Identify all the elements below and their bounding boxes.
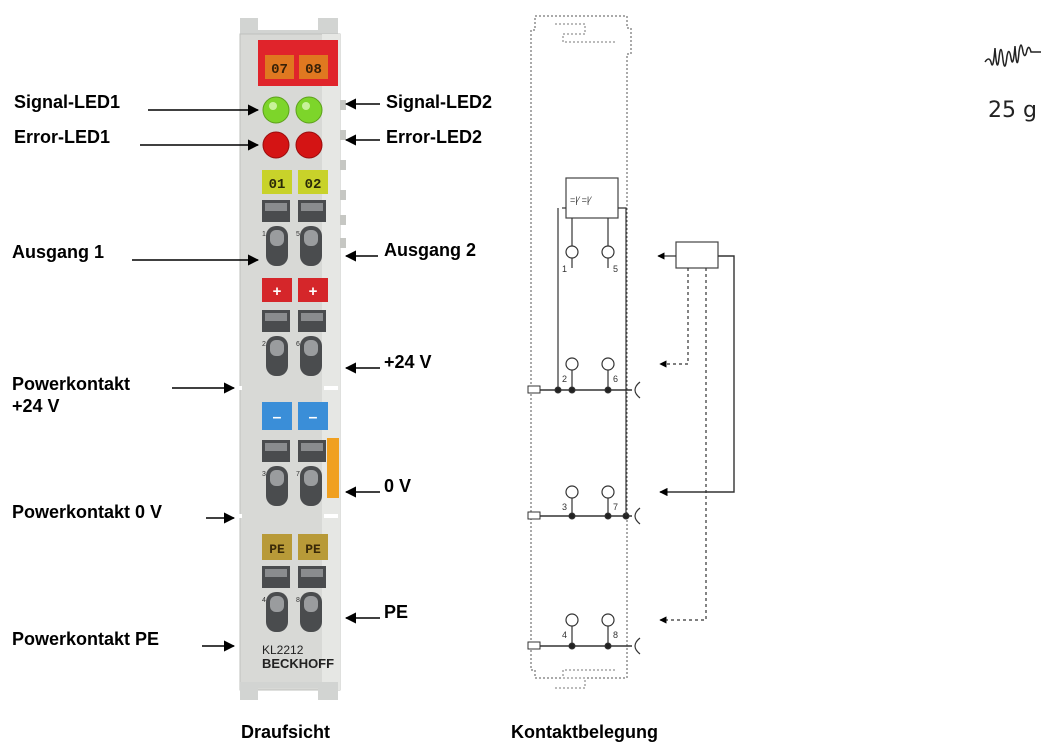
svg-text:6: 6 xyxy=(613,374,618,384)
module-bottom-clip xyxy=(240,682,338,700)
module-top-clip xyxy=(240,18,338,36)
label-powerkontakt-0v: Powerkontakt 0 V xyxy=(12,502,163,522)
svg-text:6: 6 xyxy=(296,341,300,348)
plus-label-box-1 xyxy=(262,278,292,302)
label-error-led2: Error-LED2 xyxy=(386,127,483,147)
label-01-box xyxy=(262,170,292,194)
minus-label-2: – xyxy=(309,409,318,426)
svg-text:1: 1 xyxy=(262,231,266,238)
label-powerkontakt-24v-line1: Powerkontakt xyxy=(12,374,131,394)
label-powerkontakt-24v-line2: +24 V xyxy=(12,396,60,416)
plus-label-2: + xyxy=(309,283,318,300)
svg-text:3: 3 xyxy=(262,471,266,478)
label-pe: PE xyxy=(384,602,409,622)
label-powerkontakt-pe: Powerkontakt PE xyxy=(12,629,160,649)
svg-text:2: 2 xyxy=(562,374,567,384)
label-07: 07 xyxy=(271,62,288,78)
svg-text:5: 5 xyxy=(296,231,300,238)
label-02: 02 xyxy=(305,177,322,193)
label-07-box xyxy=(265,55,294,79)
caption-kontaktbelegung: Kontaktbelegung xyxy=(511,722,658,742)
signal-led1 xyxy=(262,96,290,124)
svg-text:4: 4 xyxy=(562,630,567,640)
label-zero-v: 0 V xyxy=(384,476,412,496)
signal-led2 xyxy=(295,96,323,124)
label-signal-led2: Signal-LED2 xyxy=(386,92,493,112)
minus-label-box-1 xyxy=(262,402,292,430)
label-ausgang2: Ausgang 2 xyxy=(384,240,477,260)
svg-text:1: 1 xyxy=(562,264,567,274)
minus-label-box-2 xyxy=(298,402,328,430)
label-signal-led1: Signal-LED1 xyxy=(14,92,121,112)
svg-text:8: 8 xyxy=(613,630,618,640)
module-model: KL2212 xyxy=(262,643,304,657)
plus-label-box-2 xyxy=(298,278,328,302)
svg-text:4: 4 xyxy=(262,597,266,604)
contact-diagram: =|⁄ =|⁄ 1 5 2 6 3 7 xyxy=(527,15,735,689)
pe-label-1: PE xyxy=(269,542,285,557)
pe-label-box-1 xyxy=(262,534,292,560)
module-brand: BECKHOFF xyxy=(262,656,334,671)
label-08-box xyxy=(299,55,328,79)
label-02-box xyxy=(298,170,328,194)
weight-value: 25 g xyxy=(988,98,1037,123)
label-error-led1: Error-LED1 xyxy=(14,127,111,147)
pe-label-2: PE xyxy=(305,542,321,557)
svg-text:8: 8 xyxy=(296,597,300,604)
label-08: 08 xyxy=(305,62,322,78)
svg-text:7: 7 xyxy=(613,502,618,512)
svg-text:5: 5 xyxy=(613,264,618,274)
vibration-wave-icon xyxy=(984,44,1041,67)
svg-text:3: 3 xyxy=(562,502,567,512)
minus-label-1: – xyxy=(273,409,282,426)
label-plus24v: +24 V xyxy=(384,352,432,372)
output-driver-box xyxy=(565,177,619,219)
pe-label-box-2 xyxy=(298,534,328,560)
label-ausgang1: Ausgang 1 xyxy=(12,242,105,262)
svg-text:=|⁄ =|⁄: =|⁄ =|⁄ xyxy=(570,195,592,205)
plus-label-1: + xyxy=(273,283,282,300)
label-01: 01 xyxy=(269,177,286,193)
side-tab xyxy=(327,438,339,498)
load-box xyxy=(675,241,719,269)
svg-text:7: 7 xyxy=(296,471,300,478)
caption-draufsicht: Draufsicht xyxy=(241,722,331,742)
svg-text:2: 2 xyxy=(262,341,266,348)
error-led1 xyxy=(262,131,290,159)
error-led2 xyxy=(295,131,323,159)
